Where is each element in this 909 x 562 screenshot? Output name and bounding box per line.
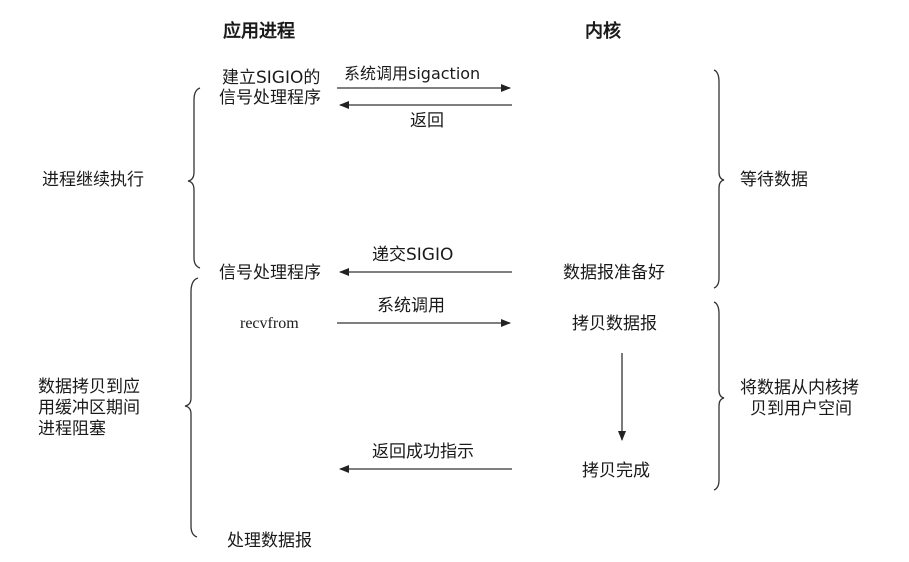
step-install-line-1: 建立SIGIO的 — [222, 68, 321, 88]
right-label-wait-for-data: 等待数据 — [740, 170, 808, 190]
label-syscall: 系统调用 — [377, 296, 445, 316]
left-label-process-continues: 进程继续执行 — [42, 170, 144, 190]
step-signal-handler: 信号处理程序 — [219, 263, 321, 283]
left-brace-2 — [184, 277, 199, 538]
left-label-line-1: 数据拷贝到应 — [38, 377, 140, 397]
step-recvfrom: recvfrom — [240, 315, 299, 332]
step-process-datagram: 处理数据报 — [227, 531, 312, 551]
label-sigaction-call: 系统调用sigaction — [344, 64, 481, 83]
right-label-copy-to-user: 将数据从内核拷 贝到用户空间 — [740, 378, 859, 420]
label-return-success: 返回成功指示 — [372, 442, 474, 462]
left-label-line-2: 用缓冲区期间 — [38, 398, 140, 418]
left-label-line-3: 进程阻塞 — [38, 419, 106, 439]
step-copy-complete: 拷贝完成 — [582, 461, 650, 481]
right-brace-1 — [713, 69, 725, 289]
right-label-line-2: 贝到用户空间 — [750, 399, 852, 419]
step-install-sigio-handler: 建立SIGIO的 信号处理程序 — [219, 68, 321, 108]
step-copy-datagram: 拷贝数据报 — [572, 314, 657, 334]
right-label-line-1: 将数据从内核拷 — [740, 378, 859, 398]
label-return: 返回 — [410, 111, 444, 131]
column-header-app-process: 应用进程 — [223, 21, 295, 42]
column-header-kernel: 内核 — [585, 21, 621, 42]
step-install-line-2: 信号处理程序 — [219, 88, 321, 108]
left-label-process-blocked: 数据拷贝到应 用缓冲区期间 进程阻塞 — [38, 377, 140, 440]
label-deliver-sigio: 递交SIGIO — [372, 245, 454, 265]
left-brace-1 — [187, 87, 201, 269]
step-datagram-ready: 数据报准备好 — [563, 263, 665, 283]
right-brace-2 — [713, 301, 725, 491]
